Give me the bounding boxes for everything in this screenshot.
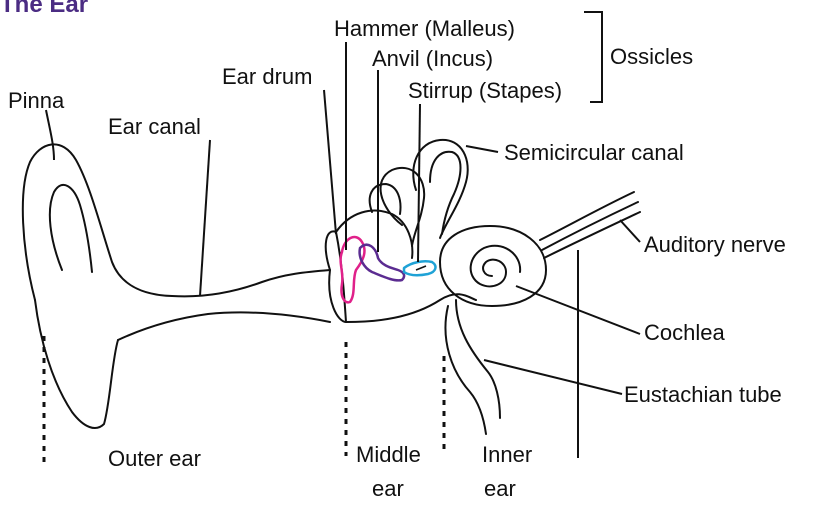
leader-auditory-nerve	[620, 220, 640, 242]
leader-pinna	[46, 110, 54, 160]
pinna-outline	[23, 144, 330, 300]
eustachian-tube-lower	[445, 306, 486, 434]
auditory-nerve-strand-1	[540, 192, 634, 240]
ossicles-bracket	[584, 12, 602, 102]
auditory-nerve-strand-3	[544, 212, 640, 258]
region-inner-ear-line1: Inner	[482, 442, 532, 467]
diagram-title: The Ear	[0, 0, 88, 18]
eustachian-tube-upper	[456, 300, 500, 418]
auditory-nerve-strand-2	[542, 202, 638, 250]
anvil-incus-shape	[360, 245, 404, 281]
label-ear-canal: Ear canal	[108, 114, 201, 139]
semicircular-canal-loop-4	[370, 184, 401, 214]
leader-eustachian-tube	[484, 360, 622, 394]
label-pinna: Pinna	[8, 88, 65, 113]
stirrup-footplate	[416, 266, 426, 270]
label-semicircular-canal: Semicircular canal	[504, 140, 684, 165]
label-ossicles: Ossicles	[610, 44, 693, 69]
leader-ear-drum	[324, 90, 336, 234]
label-auditory-nerve: Auditory nerve	[644, 232, 786, 257]
region-inner-ear-line2: ear	[484, 476, 516, 501]
cochlea-spiral	[471, 246, 521, 287]
semicircular-canal-loop-3	[430, 152, 461, 234]
leader-semicircular-canal	[466, 146, 498, 152]
pinna-inner-fold	[50, 185, 92, 272]
label-hammer: Hammer (Malleus)	[334, 16, 515, 41]
label-anvil: Anvil (Incus)	[372, 46, 493, 71]
pinna-lobe	[35, 300, 118, 428]
label-eustachian-tube: Eustachian tube	[624, 382, 782, 407]
label-cochlea: Cochlea	[644, 320, 725, 345]
label-ear-drum: Ear drum	[222, 64, 312, 89]
region-middle-ear-line1: Middle	[356, 442, 421, 467]
label-stirrup: Stirrup (Stapes)	[408, 78, 562, 103]
region-middle-ear-line2: ear	[372, 476, 404, 501]
region-outer-ear: Outer ear	[108, 446, 201, 471]
ear-canal-lower	[118, 312, 330, 340]
leader-stirrup	[418, 104, 420, 262]
leader-ear-canal	[200, 140, 210, 296]
